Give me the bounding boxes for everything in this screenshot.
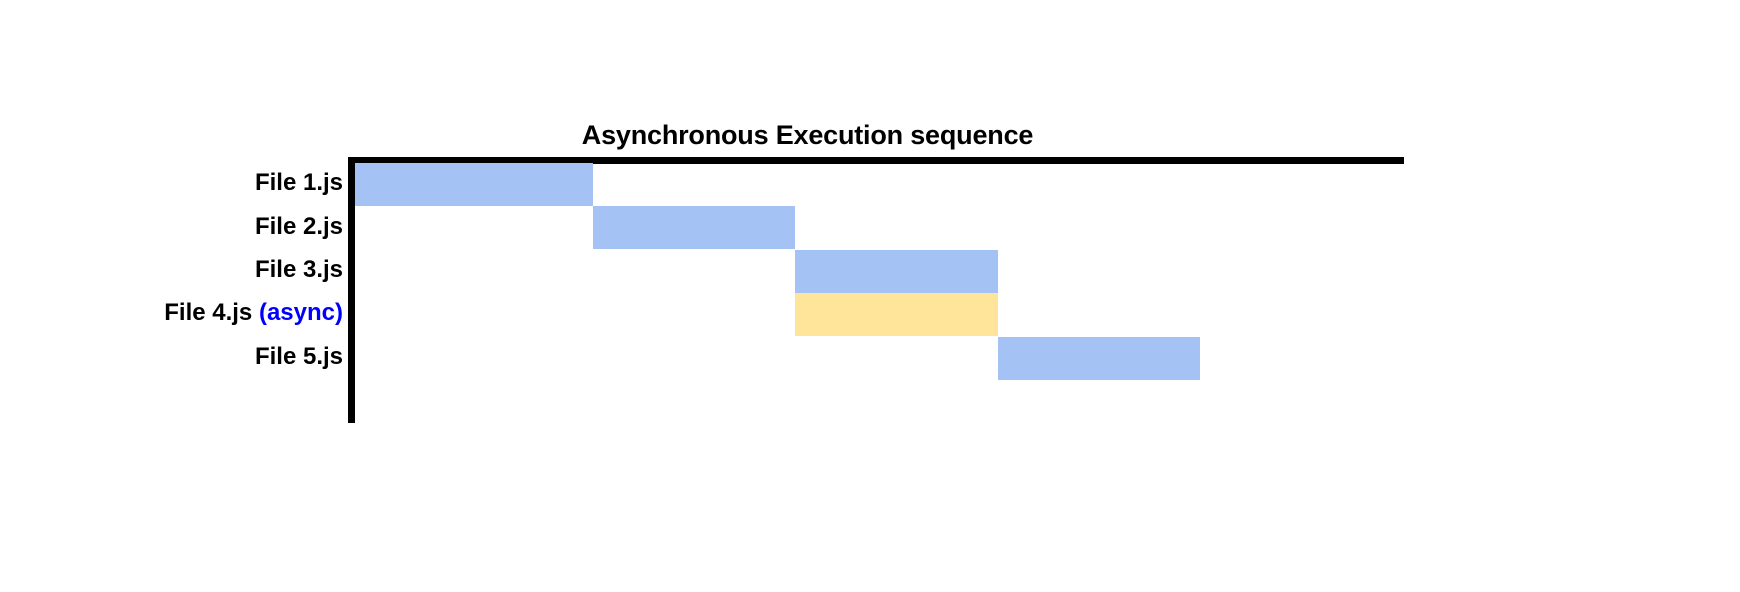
execution-bar-file-3 <box>795 250 998 293</box>
row-label-file-1: File 1.js <box>0 171 343 195</box>
chart-title: Asynchronous Execution sequence <box>581 120 1034 150</box>
axis-left-line <box>348 157 355 423</box>
row-label-text: File 5.js <box>254 343 343 370</box>
row-label-text: File 2.js <box>254 213 343 240</box>
row-label-file-5: File 5.js <box>0 345 343 369</box>
row-label-text: File 4.js <box>164 299 253 326</box>
row-label-file-3: File 3.js <box>0 258 343 282</box>
axis-top-line <box>348 157 1404 164</box>
row-label-text: File 3.js <box>254 256 343 283</box>
row-label-file-4: File 4.js (async) <box>0 301 343 325</box>
row-label-file-2: File 2.js <box>0 215 343 239</box>
async-tag: (async) <box>258 299 343 326</box>
execution-bar-file-2 <box>593 206 795 249</box>
execution-bar-file-5 <box>998 337 1200 380</box>
execution-bar-file-1 <box>355 163 593 206</box>
execution-bar-file-4-async <box>795 293 998 336</box>
row-label-text: File 1.js <box>254 169 343 196</box>
